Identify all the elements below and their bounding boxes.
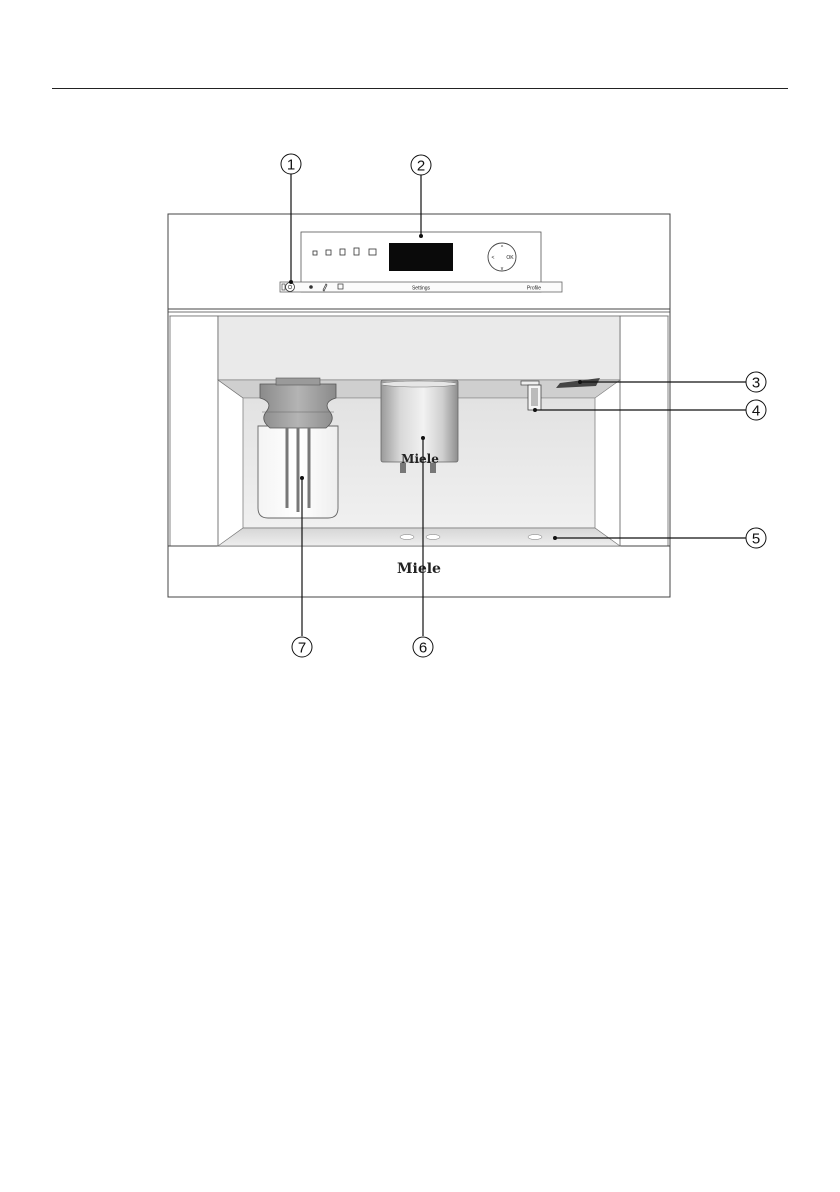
svg-text:2: 2 <box>417 158 425 175</box>
callout-5: 5 <box>746 528 766 548</box>
display-screen <box>389 243 453 271</box>
callout-3: 3 <box>746 372 766 392</box>
svg-text:<: < <box>492 255 495 261</box>
svg-text:4: 4 <box>752 403 760 420</box>
coffee-nozzle-left <box>400 463 406 473</box>
svg-text:5: 5 <box>752 531 760 548</box>
milk-flask[interactable] <box>258 378 338 518</box>
flask-lid <box>260 378 336 428</box>
svg-text:1: 1 <box>287 157 295 174</box>
right-side-trim <box>620 316 668 546</box>
svg-text:7: 7 <box>298 640 306 657</box>
callout-2: 2 <box>411 155 431 175</box>
left-side-trim <box>170 316 218 546</box>
profile-label[interactable]: Profile <box>527 286 541 292</box>
callout-7: 7 <box>292 637 312 657</box>
svg-text:3: 3 <box>752 375 760 392</box>
ok-label: OK <box>506 255 514 261</box>
settings-label[interactable]: Settings <box>412 286 431 292</box>
drip-tray-slot-1 <box>400 535 414 540</box>
coffee-nozzle-right <box>430 463 436 473</box>
svg-text:6: 6 <box>419 640 427 657</box>
callout-1: 1 <box>281 154 301 174</box>
front-logo: Miele <box>397 561 441 577</box>
callout-6: 6 <box>413 637 433 657</box>
drip-tray-slot-2 <box>426 535 440 540</box>
central-spout[interactable]: Miele <box>381 380 458 473</box>
drip-tray-slot-3 <box>528 535 542 540</box>
callout-4: 4 <box>746 400 766 420</box>
drip-tray[interactable] <box>218 528 620 546</box>
light-icon[interactable] <box>309 285 313 289</box>
